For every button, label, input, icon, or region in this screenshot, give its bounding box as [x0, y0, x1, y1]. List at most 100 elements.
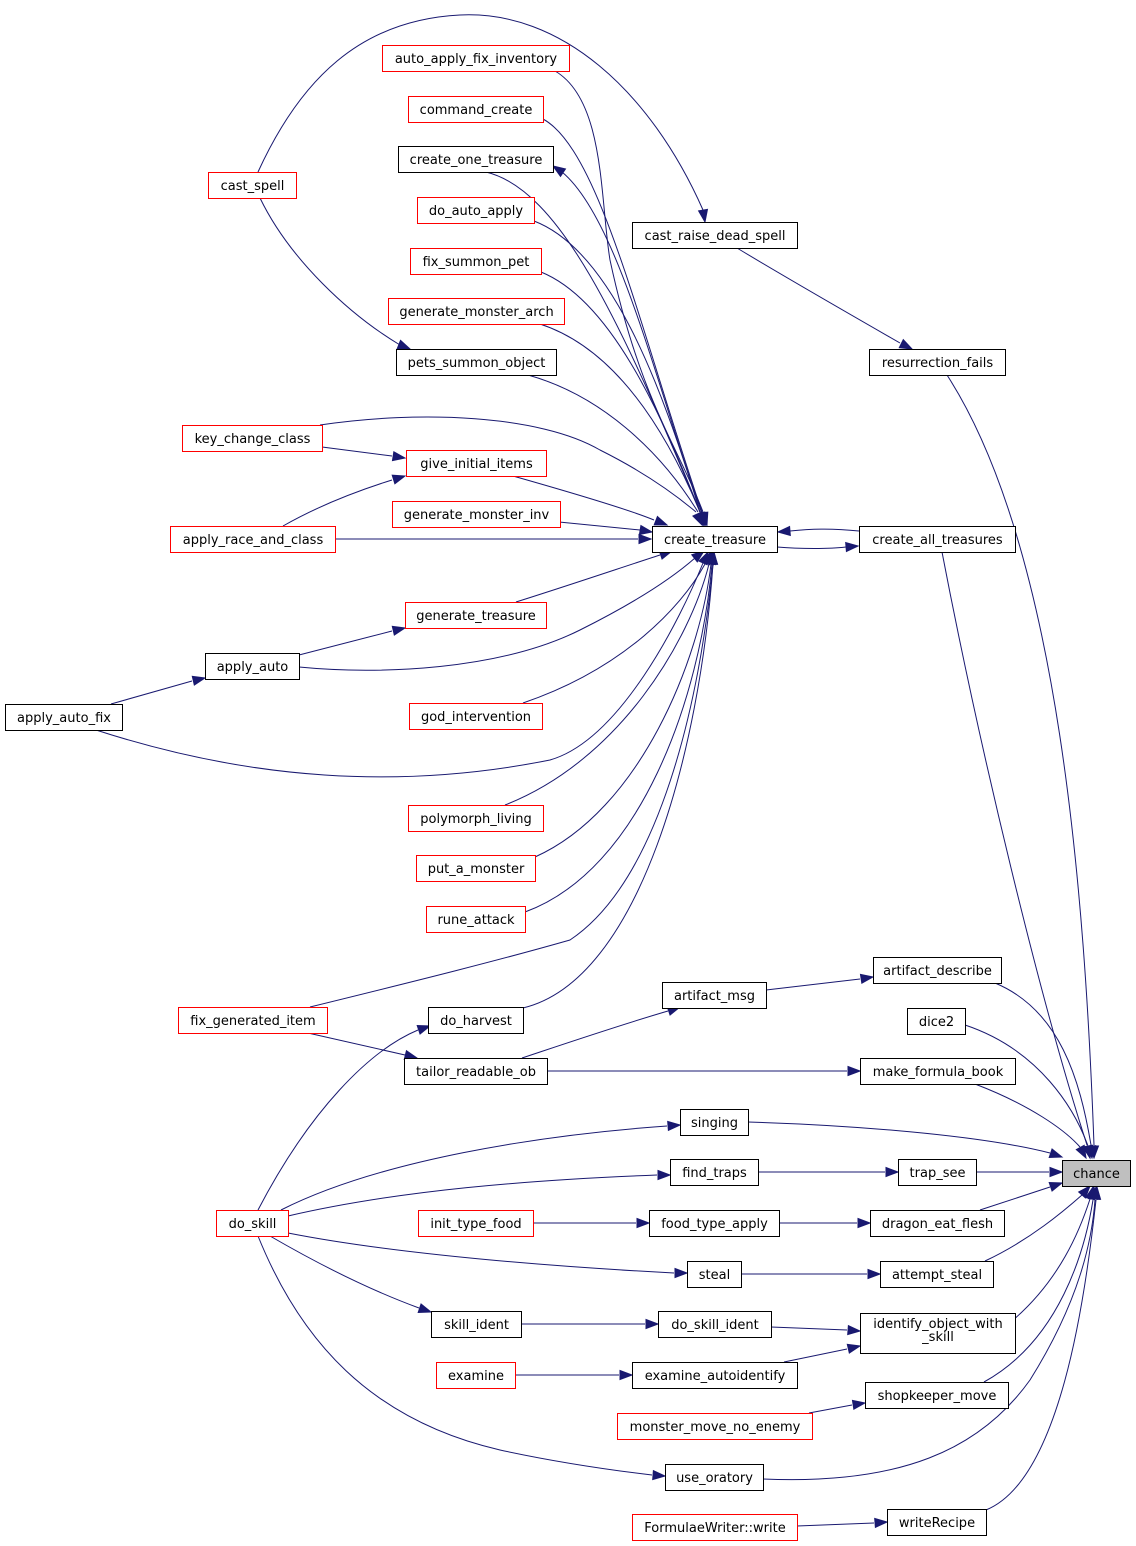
node-box[interactable]	[687, 1261, 742, 1288]
node-cast-spell[interactable]: cast_spell	[208, 172, 297, 199]
node-box[interactable]	[1062, 1160, 1131, 1187]
node-cast-raise-dead-spell[interactable]: cast_raise_dead_spell	[632, 222, 798, 249]
node-fix-generated-item[interactable]: fix_generated_item	[178, 1007, 328, 1034]
node-box[interactable]	[632, 1362, 798, 1389]
node-writerecipe[interactable]: writeRecipe	[887, 1509, 987, 1536]
node-box[interactable]	[887, 1509, 987, 1536]
node-give-initial-items[interactable]: give_initial_items	[406, 450, 547, 477]
node-box[interactable]	[428, 1007, 524, 1034]
node-box[interactable]	[410, 248, 542, 275]
node-box[interactable]	[408, 805, 544, 832]
node-box[interactable]	[869, 349, 1006, 376]
node-box[interactable]	[873, 957, 1002, 984]
node-chance[interactable]: chance	[1062, 1160, 1131, 1187]
node-box[interactable]	[649, 1210, 780, 1237]
node-box[interactable]	[652, 526, 778, 553]
node-box[interactable]	[5, 704, 123, 731]
node-box[interactable]	[859, 526, 1016, 553]
node-artifact-msg[interactable]: artifact_msg	[662, 982, 767, 1009]
node-box[interactable]	[898, 1159, 977, 1186]
node-do-skill-ident[interactable]: do_skill_ident	[658, 1311, 772, 1338]
node-box[interactable]	[388, 298, 565, 325]
node-do-harvest[interactable]: do_harvest	[428, 1007, 524, 1034]
node-tailor-readable-ob[interactable]: tailor_readable_ob	[404, 1058, 548, 1085]
node-polymorph-living[interactable]: polymorph_living	[408, 805, 544, 832]
node-box[interactable]	[426, 906, 526, 933]
node-create-treasure[interactable]: create_treasure	[652, 526, 778, 553]
node-box[interactable]	[670, 1159, 759, 1186]
node-identify-object-with-skill[interactable]: identify_object_with_skill	[860, 1313, 1016, 1354]
node-formulaewriter-write[interactable]: FormulaeWriter::write	[632, 1514, 798, 1541]
node-box[interactable]	[178, 1007, 328, 1034]
node-examine-autoidentify[interactable]: examine_autoidentify	[632, 1362, 798, 1389]
node-food-type-apply[interactable]: food_type_apply	[649, 1210, 780, 1237]
node-key-change-class[interactable]: key_change_class	[182, 425, 323, 452]
node-box[interactable]	[880, 1261, 994, 1288]
node-god-intervention[interactable]: god_intervention	[409, 703, 543, 730]
node-steal[interactable]: steal	[687, 1261, 742, 1288]
node-box[interactable]	[431, 1311, 522, 1338]
node-generate-monster-inv[interactable]: generate_monster_inv	[392, 501, 561, 528]
node-init-type-food[interactable]: init_type_food	[418, 1210, 534, 1237]
node-rune-attack[interactable]: rune_attack	[426, 906, 526, 933]
node-make-formula-book[interactable]: make_formula_book	[860, 1058, 1016, 1085]
node-box[interactable]	[418, 1210, 534, 1237]
node-auto-apply-fix-inventory[interactable]: auto_apply_fix_inventory	[382, 45, 570, 72]
node-do-auto-apply[interactable]: do_auto_apply	[417, 197, 535, 224]
node-box[interactable]	[170, 526, 336, 553]
node-box[interactable]	[182, 425, 323, 452]
node-box[interactable]	[409, 703, 543, 730]
node-box[interactable]	[665, 1464, 764, 1491]
node-apply-auto-fix[interactable]: apply_auto_fix	[5, 704, 123, 731]
node-box[interactable]	[405, 602, 547, 629]
node-dice2[interactable]: dice2	[907, 1008, 966, 1035]
node-trap-see[interactable]: trap_see	[898, 1159, 977, 1186]
node-box[interactable]	[680, 1109, 749, 1136]
node-box[interactable]	[662, 982, 767, 1009]
node-box[interactable]	[398, 146, 554, 173]
node-resurrection-fails[interactable]: resurrection_fails	[869, 349, 1006, 376]
node-use-oratory[interactable]: use_oratory	[665, 1464, 764, 1491]
node-apply-auto[interactable]: apply_auto	[205, 653, 300, 680]
node-skill-ident[interactable]: skill_ident	[431, 1311, 522, 1338]
node-box[interactable]	[870, 1210, 1005, 1237]
node-box[interactable]	[658, 1311, 772, 1338]
node-put-a-monster[interactable]: put_a_monster	[416, 855, 536, 882]
node-box[interactable]	[617, 1413, 813, 1440]
node-box[interactable]	[404, 1058, 548, 1085]
node-box[interactable]	[382, 45, 570, 72]
node-find-traps[interactable]: find_traps	[670, 1159, 759, 1186]
node-generate-monster-arch[interactable]: generate_monster_arch	[388, 298, 565, 325]
node-box[interactable]	[907, 1008, 966, 1035]
node-box[interactable]	[417, 197, 535, 224]
node-box[interactable]	[392, 501, 561, 528]
node-pets-summon-object[interactable]: pets_summon_object	[396, 349, 557, 376]
node-create-all-treasures[interactable]: create_all_treasures	[859, 526, 1016, 553]
node-generate-treasure[interactable]: generate_treasure	[405, 602, 547, 629]
node-box[interactable]	[860, 1058, 1016, 1085]
node-box[interactable]	[205, 653, 300, 680]
node-box[interactable]	[216, 1210, 289, 1237]
node-dragon-eat-flesh[interactable]: dragon_eat_flesh	[870, 1210, 1005, 1237]
node-monster-move-no-enemy[interactable]: monster_move_no_enemy	[617, 1413, 813, 1440]
node-singing[interactable]: singing	[680, 1109, 749, 1136]
node-box[interactable]	[406, 450, 547, 477]
node-box[interactable]	[632, 222, 798, 249]
node-attempt-steal[interactable]: attempt_steal	[880, 1261, 994, 1288]
node-command-create[interactable]: command_create	[408, 96, 544, 123]
node-box[interactable]	[396, 349, 557, 376]
node-shopkeeper-move[interactable]: shopkeeper_move	[865, 1382, 1009, 1409]
node-fix-summon-pet[interactable]: fix_summon_pet	[410, 248, 542, 275]
node-box[interactable]	[860, 1313, 1016, 1354]
node-box[interactable]	[408, 96, 544, 123]
node-examine[interactable]: examine	[436, 1362, 516, 1389]
node-create-one-treasure[interactable]: create_one_treasure	[398, 146, 554, 173]
node-box[interactable]	[436, 1362, 516, 1389]
node-box[interactable]	[208, 172, 297, 199]
node-do-skill[interactable]: do_skill	[216, 1210, 289, 1237]
node-artifact-describe[interactable]: artifact_describe	[873, 957, 1002, 984]
node-box[interactable]	[632, 1514, 798, 1541]
node-box[interactable]	[865, 1382, 1009, 1409]
node-apply-race-and-class[interactable]: apply_race_and_class	[170, 526, 336, 553]
node-box[interactable]	[416, 855, 536, 882]
